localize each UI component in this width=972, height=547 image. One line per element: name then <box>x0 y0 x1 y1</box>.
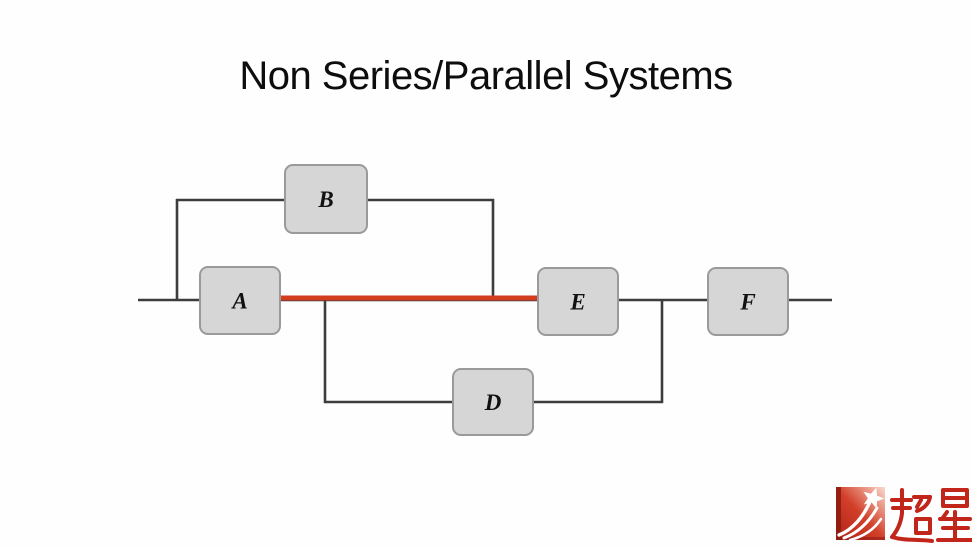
block-B-label: B <box>317 187 333 212</box>
wordmark-char-chao <box>890 488 934 543</box>
block-F-box <box>707 267 789 336</box>
wordmark-char-xing <box>936 488 972 542</box>
block-F-label: F <box>739 290 755 315</box>
block-B-box <box>284 164 368 234</box>
block-B: B <box>284 164 368 234</box>
block-F: F <box>707 267 789 336</box>
star-icon <box>863 487 885 509</box>
block-A-box <box>199 266 281 335</box>
block-E: E <box>537 267 619 336</box>
swoosh-lines <box>837 497 883 541</box>
slide-title: Non Series/Parallel Systems <box>239 54 733 98</box>
block-D-box <box>452 368 534 436</box>
chaoxing-wordmark <box>890 488 972 543</box>
chaoxing-logo <box>836 486 972 544</box>
block-A: A <box>199 266 281 335</box>
block-A-label: A <box>230 289 247 314</box>
chaoxing-logo-mark-icon <box>836 487 885 541</box>
logo-square-bevel-bottom <box>836 537 885 540</box>
block-D-label: D <box>484 390 502 415</box>
block-E-box <box>537 267 619 336</box>
logo-square-bevel-left <box>836 487 841 540</box>
block-D: D <box>452 368 534 436</box>
block-E-label: E <box>569 290 585 315</box>
